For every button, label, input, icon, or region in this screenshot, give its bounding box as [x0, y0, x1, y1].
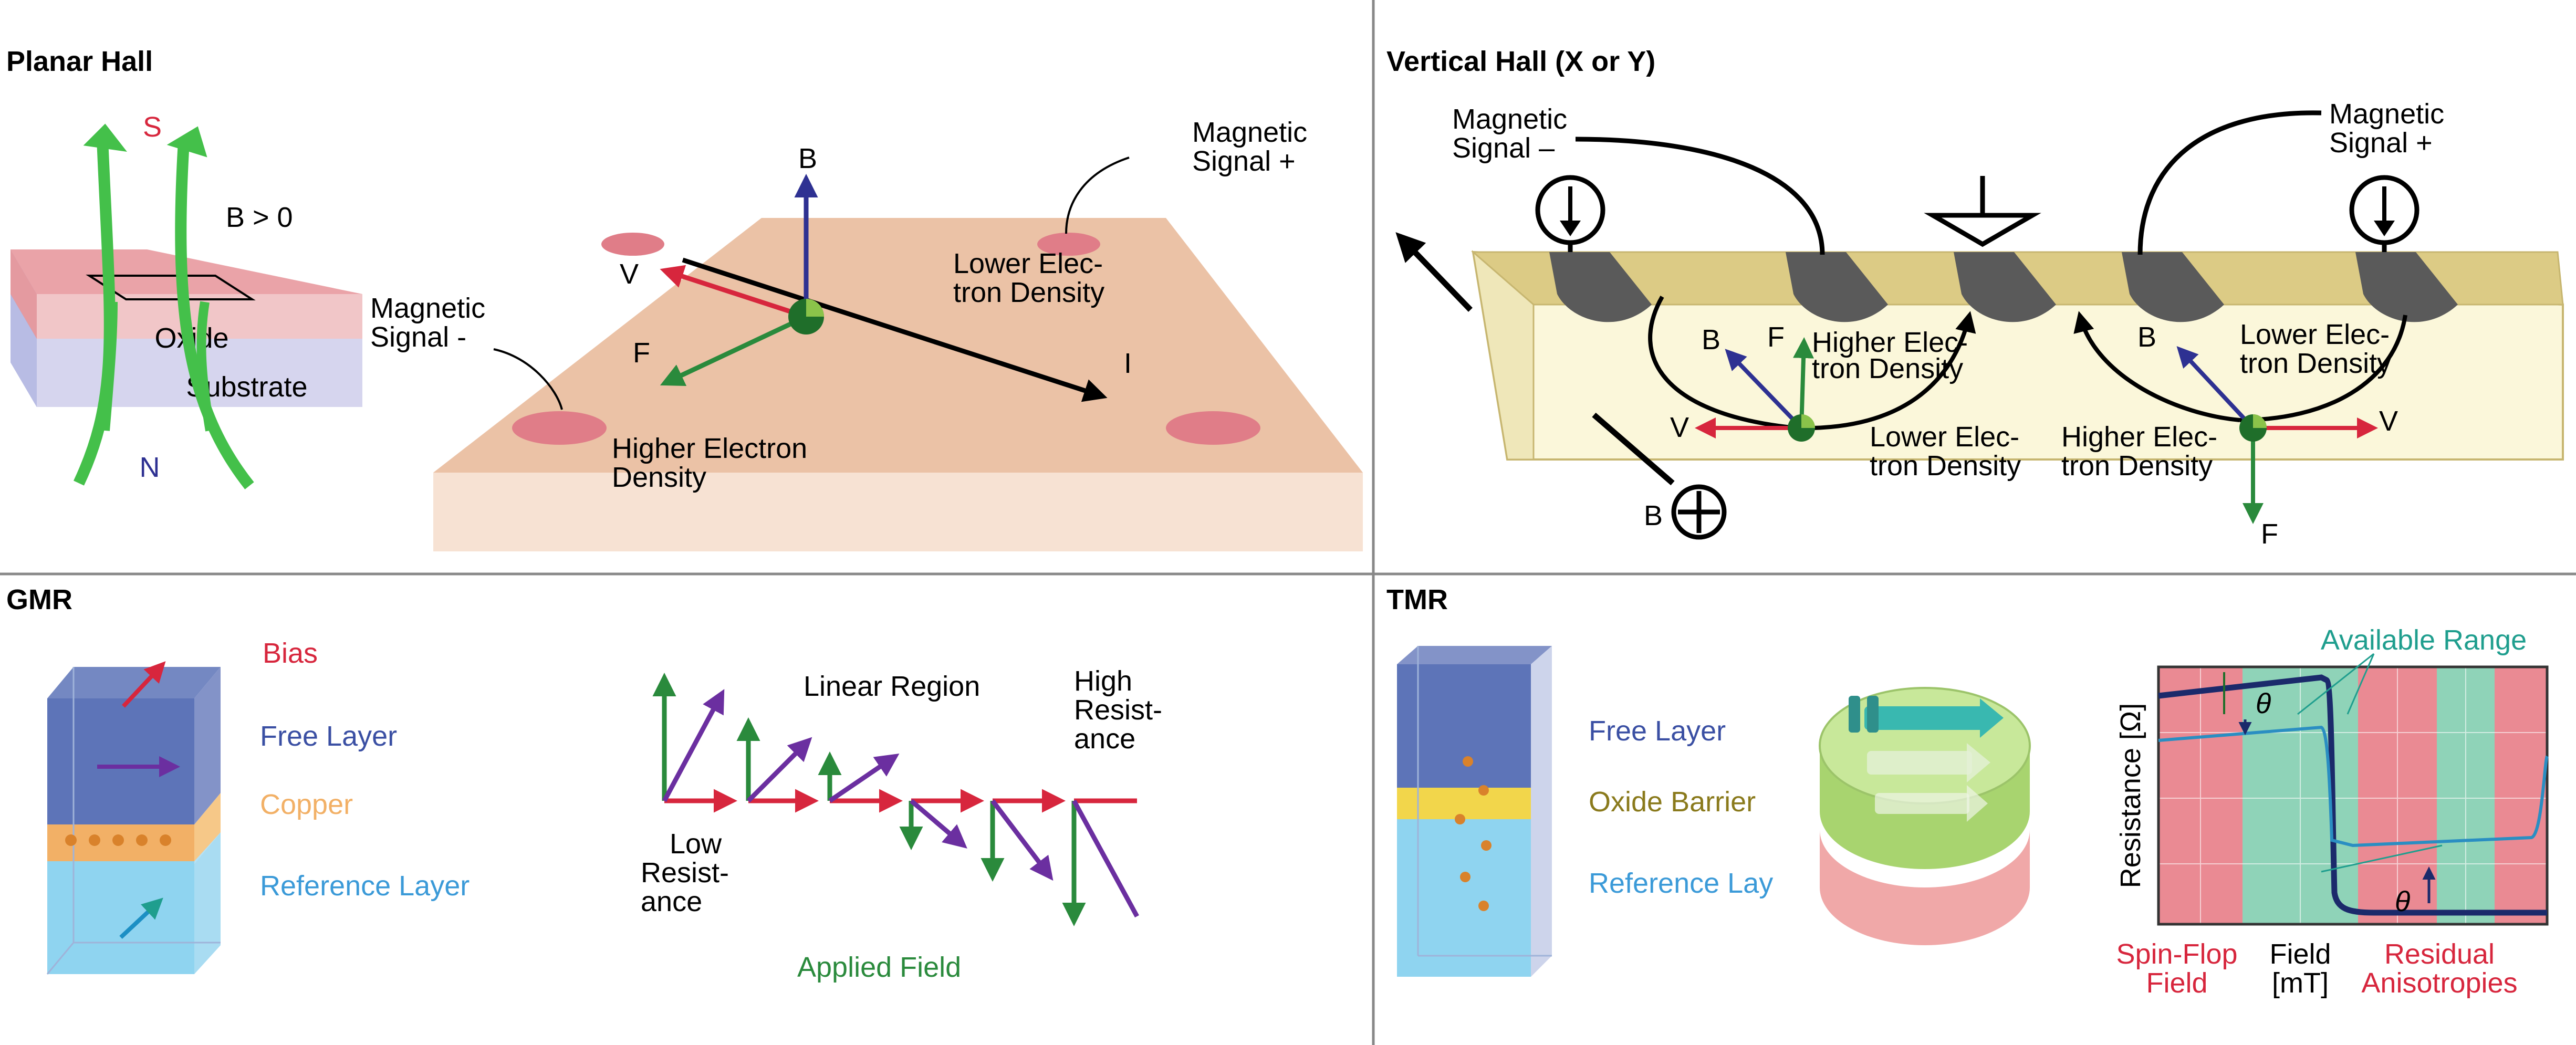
- tmr-available-range-label: Available Range: [2321, 624, 2527, 656]
- planar-lower-density-l2: tron Density: [953, 277, 1104, 308]
- tmr-theta-upper-label: θ: [2256, 688, 2271, 719]
- tmr-free-layer-label: Free Layer: [1589, 715, 1726, 747]
- current-source-left-icon: [1535, 175, 1605, 252]
- tmr-title: TMR: [1386, 584, 1448, 615]
- planar-magnetic-signal-minus-l1: Magnetic: [370, 292, 485, 324]
- vertical-b-left-label: B: [1702, 324, 1720, 356]
- vertical-lower-right-l1: Lower Elec-: [2240, 319, 2390, 350]
- planar-i-label: I: [1124, 348, 1132, 379]
- gmr-high-resistance-l1: High: [1074, 665, 1132, 697]
- gmr-panel: GMR Bias Free Layer Cop: [6, 584, 1162, 983]
- tmr-theta-lower-label: θ: [2395, 886, 2410, 917]
- vertical-f-left-label: F: [1767, 321, 1785, 353]
- tmr-residual-l2: Anisotropies: [2361, 967, 2517, 999]
- planar-magnetic-signal-plus-l1: Magnetic: [1192, 117, 1307, 148]
- vertical-b-bottom-label: B: [1644, 500, 1663, 531]
- vertical-magnetic-signal-minus-l1: Magnetic: [1452, 103, 1567, 135]
- gmr-low-resistance-l1: Low: [670, 828, 722, 860]
- gmr-free-layer-label: Free Layer: [260, 720, 397, 752]
- gmr-low-resistance-l3: ance: [641, 886, 702, 917]
- tmr-spin-flop-l2: Field: [2146, 967, 2207, 999]
- north-pole-label: N: [140, 452, 160, 483]
- contacts: [1549, 252, 2458, 322]
- force-arrow: [660, 314, 807, 386]
- vertical-higher-density-l2: tron Density: [1812, 353, 1963, 384]
- tmr-field-axis-l2: [mT]: [2272, 967, 2329, 999]
- planar-higher-density-l2: Density: [612, 462, 706, 493]
- hall-plate: [433, 218, 1363, 551]
- resistance-vs-field-plot: [2157, 653, 2549, 926]
- vertical-magnetic-signal-plus-l1: Magnetic: [2329, 98, 2444, 130]
- gmr-vector-sequence: [652, 673, 1139, 926]
- vertical-higher-mid-l2: tron Density: [2061, 450, 2213, 482]
- bar-direction-arrow: [1395, 232, 1473, 312]
- b-into-page-icon: [1671, 484, 1727, 540]
- tmr-stack: [1397, 646, 1552, 977]
- vertical-hall-panel: Vertical Hall (X or Y) Magnetic Signal –…: [1386, 46, 2564, 550]
- gmr-bias-label: Bias: [263, 638, 318, 669]
- ground-icon: [1924, 176, 2041, 247]
- tmr-residual-l1: Residual: [2384, 938, 2495, 970]
- planar-f-label: F: [633, 337, 650, 369]
- tmr-resistance-axis-label: Resistance [Ω]: [2115, 703, 2146, 889]
- gmr-title: GMR: [6, 584, 72, 615]
- origin-marker: [788, 299, 824, 335]
- current-source-right-icon: [2349, 175, 2419, 252]
- field-lines: [74, 123, 254, 489]
- planar-lower-density-l1: Lower Elec-: [953, 248, 1103, 279]
- gmr-low-resistance-l2: Resist-: [641, 857, 729, 889]
- planar-magnetic-signal-minus-l2: Signal -: [370, 321, 466, 353]
- gmr-reference-layer-label: Reference Layer: [260, 870, 470, 902]
- right-origin-marker: [2239, 414, 2267, 442]
- planar-hall-panel: Planar Hall Oxide Substrate S N B > 0: [6, 46, 1363, 551]
- gmr-copper-label: Copper: [260, 789, 353, 820]
- planar-magnetic-signal-plus-l2: Signal +: [1192, 145, 1296, 177]
- vertical-lower-mid-l2: tron Density: [1870, 450, 2021, 482]
- left-origin-marker: [1788, 414, 1815, 442]
- gmr-high-resistance-l3: ance: [1074, 723, 1135, 755]
- tmr-panel: TMR Free Layer Oxide Barrier Reference L…: [1386, 584, 2549, 999]
- gmr-linear-region-label: Linear Region: [804, 671, 980, 702]
- vertical-lower-mid-l1: Lower Elec-: [1870, 421, 2019, 453]
- planar-hall-title: Planar Hall: [6, 46, 153, 77]
- vertical-higher-mid-l1: Higher Elec-: [2061, 421, 2217, 453]
- vertical-hall-title: Vertical Hall (X or Y): [1386, 46, 1655, 77]
- tmr-reference-layer-label: Reference Lay: [1589, 868, 1773, 899]
- vertical-v-right-label: V: [2379, 405, 2398, 437]
- planar-higher-density-l1: Higher Electron: [612, 433, 807, 464]
- tmr-spin-flop-l1: Spin-Flop: [2116, 938, 2237, 970]
- vertical-magnetic-signal-minus-l2: Signal –: [1452, 132, 1555, 164]
- tmr-oxide-barrier-label: Oxide Barrier: [1589, 786, 1756, 818]
- velocity-arrow: [660, 265, 807, 319]
- south-pole-label: S: [143, 111, 162, 143]
- b-greater-zero-label: B > 0: [226, 202, 293, 233]
- vertical-magnetic-signal-plus-l2: Signal +: [2329, 127, 2433, 159]
- vertical-v-left-label: V: [1670, 412, 1689, 443]
- gmr-applied-field-label: Applied Field: [797, 952, 961, 983]
- tmr-field-axis-l1: Field: [2269, 938, 2331, 970]
- vertical-higher-density-l1: Higher Elec-: [1812, 327, 1968, 358]
- gmr-stack: [46, 661, 221, 975]
- current-arrow: [682, 257, 1108, 402]
- vertical-lower-right-l2: tron Density: [2240, 348, 2391, 379]
- planar-v-label: V: [620, 258, 639, 290]
- vertical-f-right-label: F: [2261, 518, 2278, 550]
- gmr-high-resistance-l2: Resist-: [1074, 694, 1162, 726]
- vertical-b-right-label: B: [2137, 321, 2156, 353]
- tmr-cylinder: [1819, 687, 2031, 945]
- planar-b-label: B: [798, 143, 817, 174]
